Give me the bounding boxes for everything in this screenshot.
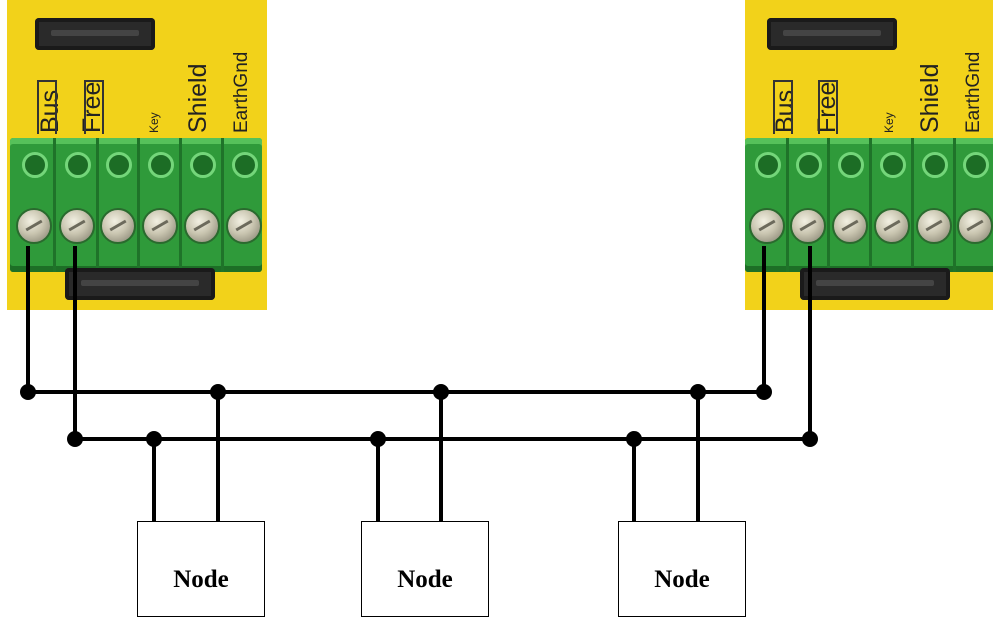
screw-icon [749,208,785,244]
terminal-block [10,138,262,272]
bus-bracket [37,80,57,134]
junction-dot [67,431,83,447]
node-label: Node [397,566,453,593]
screw-icon [226,208,262,244]
junction-dot [802,431,818,447]
screw-icon [184,208,220,244]
screw-icon [874,208,910,244]
node-box-2: Node [361,521,489,617]
terminal-module-left: Bus Free Key Shield EarthGnd [7,0,267,310]
screw-icon [16,208,52,244]
screw-icon [957,208,993,244]
mounting-slot-top [767,18,897,50]
mounting-slot-top [35,18,155,50]
node-label: Node [173,566,229,593]
junction-dot [20,384,36,400]
junction-dot [210,384,226,400]
mounting-slot-bottom [800,268,950,300]
bus-bracket [773,80,793,134]
screw-icon [59,208,95,244]
junction-dot [756,384,772,400]
terminal-module-right: Bus Free Key Shield EarthGnd [745,0,993,310]
node-label: Node [654,566,710,593]
node-box-3: Node [618,521,746,617]
junction-dot [690,384,706,400]
free-bracket [84,80,104,134]
screw-icon [916,208,952,244]
junction-dot [146,431,162,447]
screw-icon [832,208,868,244]
free-bracket [818,80,838,134]
screw-icon [790,208,826,244]
screw-icon [100,208,136,244]
terminal-block [745,138,993,272]
mounting-slot-bottom [65,268,215,300]
junction-dot [626,431,642,447]
node-box-1: Node [137,521,265,617]
junction-dot [433,384,449,400]
junction-dot [370,431,386,447]
screw-icon [142,208,178,244]
